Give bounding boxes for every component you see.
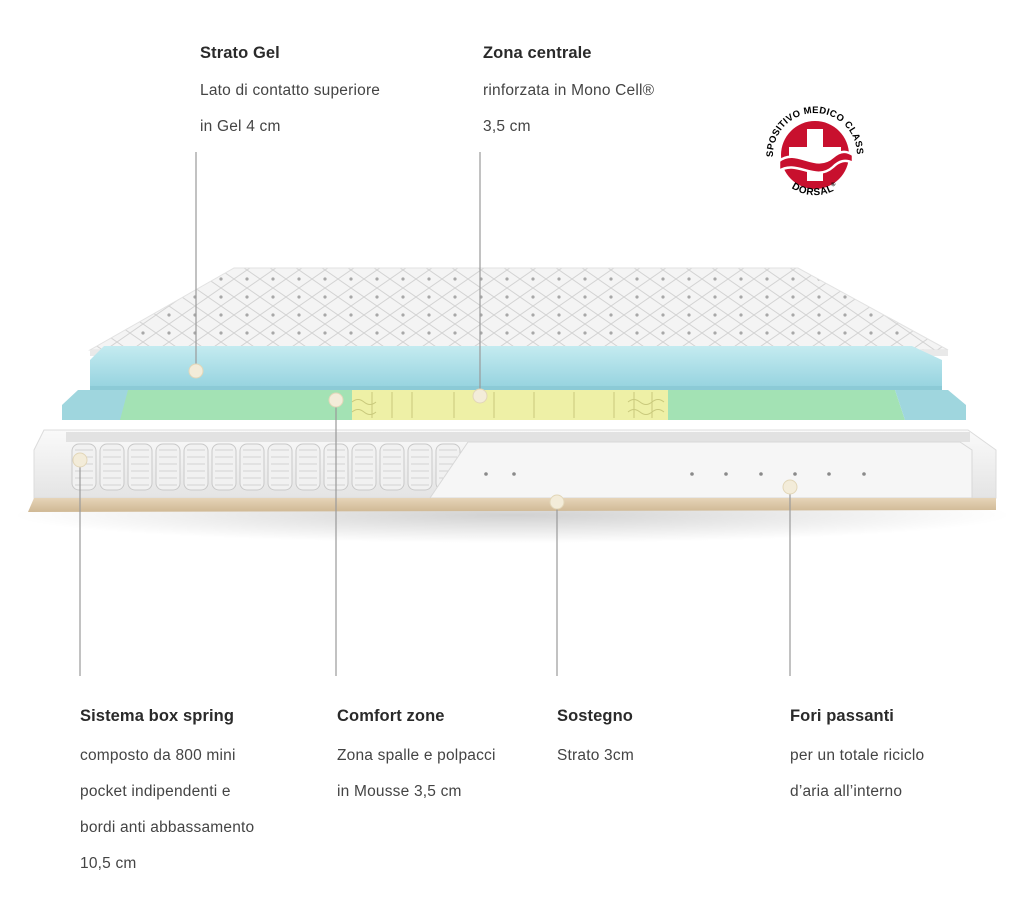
label-line: d’aria all’interno (790, 783, 903, 800)
spring-coil (211, 443, 237, 491)
swoosh-icon (777, 150, 855, 174)
label-zona-centrale: Zona centrale rinforzata in Mono Cell® 3… (483, 44, 654, 145)
air-hole (827, 472, 831, 476)
spring-coil (239, 443, 265, 491)
leader-lines (79, 152, 791, 676)
spring-coil (295, 443, 321, 491)
label-sistema-box-spring: Sistema box spring composto da 800 mini … (80, 707, 254, 882)
label-line: Lato di contatto superiore (200, 82, 381, 99)
air-holes (484, 472, 866, 476)
air-hole (862, 472, 866, 476)
air-hole (759, 472, 763, 476)
label-comfort-zone: Comfort zone Zona spalle e polpacci in M… (337, 707, 496, 810)
spring-coil (379, 443, 405, 491)
center-zone-layer (351, 390, 668, 420)
label-fori-passanti: Fori passanti per un totale riciclo d’ar… (790, 707, 924, 810)
label-line: composto da 800 mini (80, 747, 236, 764)
spring-coil (183, 443, 209, 491)
comfort-zone-layer (62, 390, 966, 420)
dot-strato-gel (188, 363, 204, 379)
label-line: in Gel 4 cm (200, 118, 281, 135)
label-title: Sostegno (557, 707, 633, 725)
support-base (28, 498, 996, 512)
dot-comfort-zone (328, 392, 344, 408)
quilted-cover (88, 267, 949, 356)
air-hole (484, 472, 488, 476)
label-title: Zona centrale (483, 44, 592, 62)
label-line: Strato 3cm (557, 747, 634, 764)
label-title: Fori passanti (790, 707, 894, 725)
pocket-springs (71, 443, 461, 491)
label-title: Comfort zone (337, 707, 445, 725)
label-strato-gel: Strato Gel Lato di contatto superiore in… (200, 44, 380, 145)
label-line: in Mousse 3,5 cm (337, 783, 462, 800)
gel-layer (90, 346, 942, 390)
label-line: Zona spalle e polpacci (337, 747, 496, 764)
air-hole (724, 472, 728, 476)
label-line: 10,5 cm (80, 855, 137, 872)
air-hole (512, 472, 516, 476)
label-title: Strato Gel (200, 44, 280, 62)
spring-coil (351, 443, 377, 491)
label-line: rinforzata in Mono Cell® (483, 82, 655, 99)
spring-coil (267, 443, 293, 491)
label-line: bordi anti abbassamento (80, 819, 255, 836)
dot-box-spring (72, 452, 88, 468)
support-front-plate (429, 441, 973, 499)
label-title: Sistema box spring (80, 707, 235, 725)
label-sostegno: Sostegno Strato 3cm (557, 707, 634, 774)
label-line: pocket indipendenti e (80, 783, 231, 800)
spring-coil (407, 443, 433, 491)
callout-dots (72, 363, 798, 510)
dot-sostegno (549, 494, 565, 510)
air-hole (793, 472, 797, 476)
air-hole (690, 472, 694, 476)
dot-fori-passanti (782, 479, 798, 495)
spring-coil (155, 443, 181, 491)
label-line: 3,5 cm (483, 118, 531, 135)
spring-coil (71, 443, 97, 491)
label-line: per un totale riciclo (790, 747, 925, 764)
medical-device-badge: DISPOSITIVO MEDICO CLASSE I DORSAL® (760, 100, 870, 210)
dot-zona-centrale (472, 388, 488, 404)
spring-coil (127, 443, 153, 491)
spring-coil (99, 443, 125, 491)
